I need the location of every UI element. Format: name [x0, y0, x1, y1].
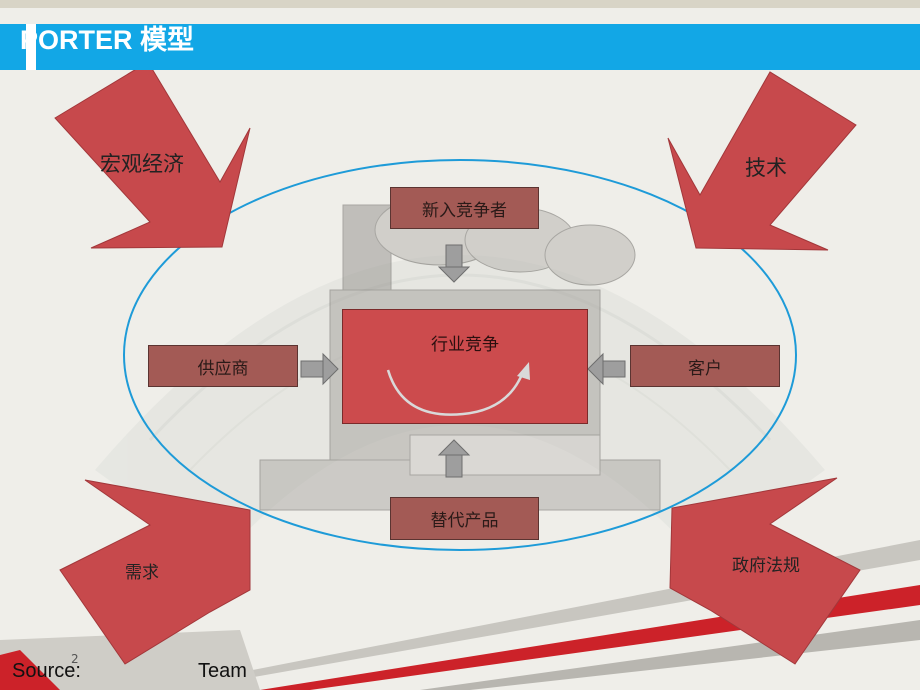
top-strip [0, 0, 920, 8]
demand-label: 需求 [125, 563, 159, 583]
industry-competition-label: 行业竞争 [431, 335, 499, 355]
left-arrow-customers [587, 352, 626, 386]
macro-economy-label: 宏观经济 [100, 152, 184, 176]
technology-arrow [667, 71, 857, 251]
page-title: PORTER 模型 [20, 25, 195, 55]
up-arrow-substitutes [437, 439, 471, 478]
customers-box: 客户 [630, 345, 780, 387]
customers-label: 客户 [688, 358, 722, 379]
cycle-arrow-icon [386, 362, 530, 416]
title-accent [26, 24, 36, 70]
source-label: Source: [12, 660, 81, 682]
down-arrow-new-entrants [437, 244, 471, 283]
suppliers-box: 供应商 [148, 345, 298, 387]
new-entrants-label: 新入竞争者 [422, 200, 507, 221]
demand-arrow [59, 479, 251, 665]
substitutes-box: 替代产品 [390, 497, 539, 540]
new-entrants-box: 新入竞争者 [390, 187, 539, 229]
technology-label: 技术 [745, 156, 787, 180]
industry-ellipse [123, 159, 797, 551]
suppliers-label: 供应商 [197, 358, 249, 379]
macro-economy-arrow [54, 61, 251, 249]
source-team: Team [198, 660, 247, 682]
right-arrow-suppliers [300, 352, 339, 386]
page-number: 2 [71, 652, 79, 666]
government-regulation-label: 政府法规 [732, 556, 800, 576]
substitutes-label: 替代产品 [430, 511, 499, 531]
government-regulation-arrow [669, 477, 861, 665]
industry-competition-box: 行业竞争 [342, 309, 588, 424]
title-bar [0, 24, 920, 70]
